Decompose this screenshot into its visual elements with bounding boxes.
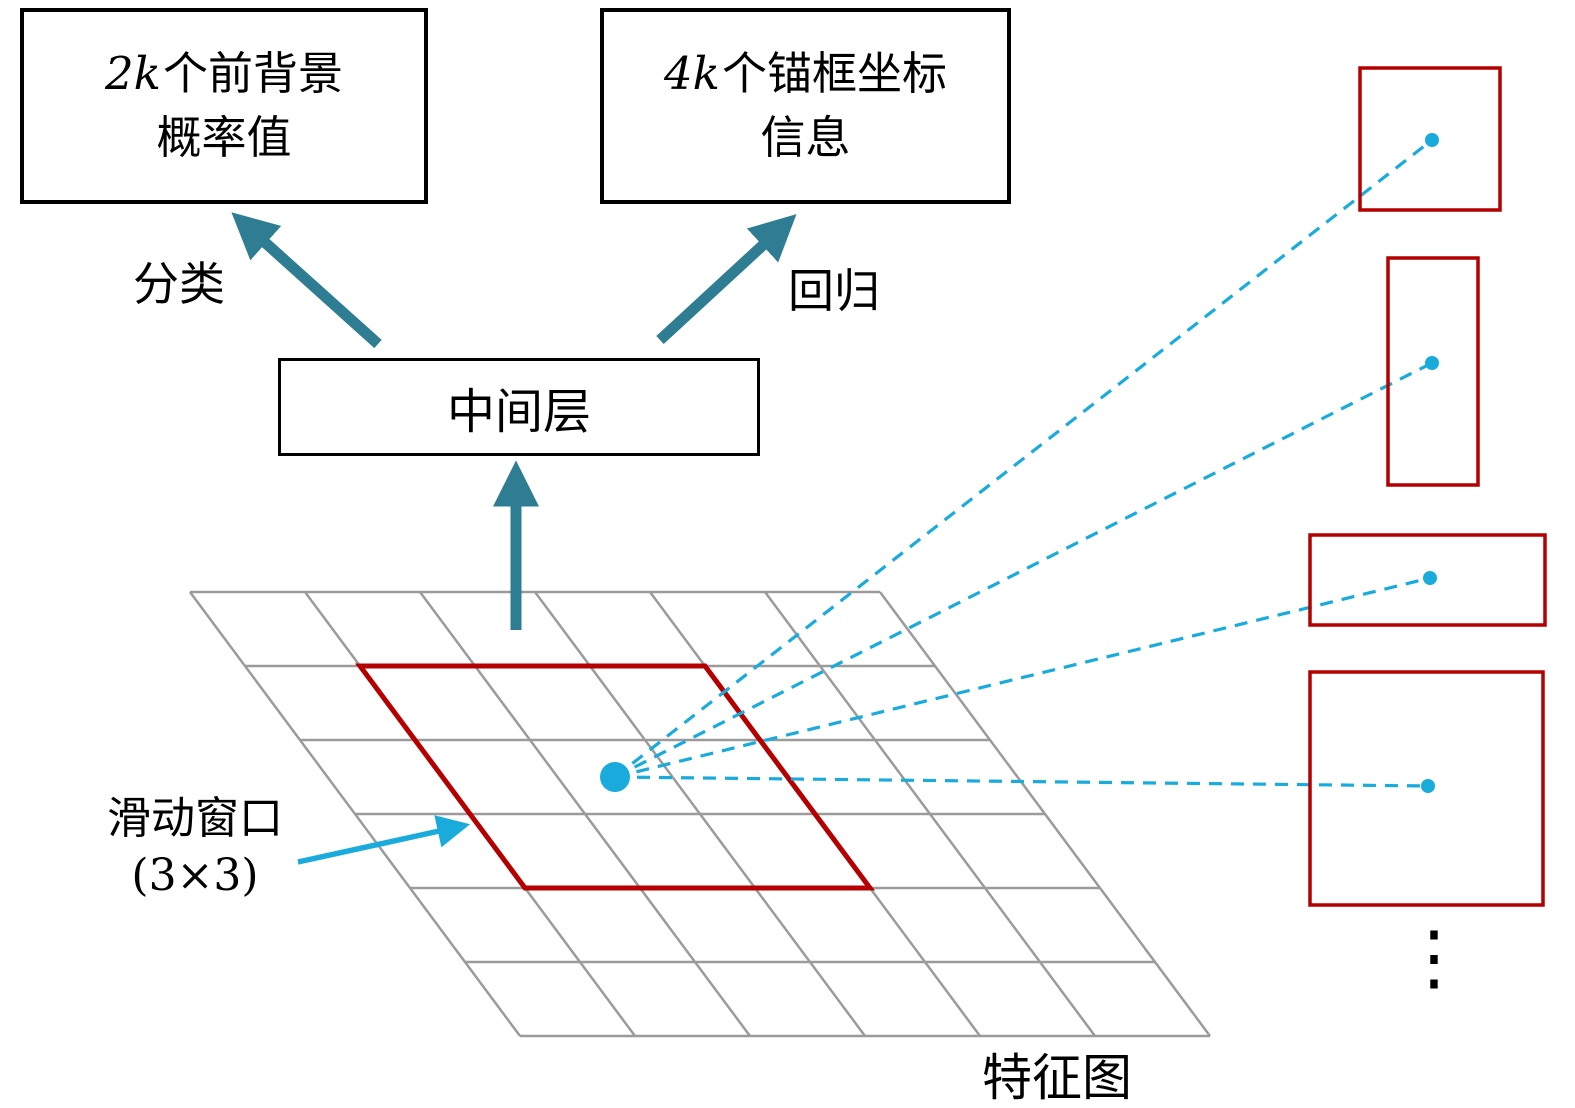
cls-output-line2: 概率值 — [156, 111, 292, 164]
reg-output-line2: 信息 — [760, 111, 851, 164]
sliding-window-pointer-arrow — [297, 815, 471, 865]
regression-arrow — [656, 214, 797, 345]
flow-arrows — [231, 212, 797, 630]
feature-map-grid — [188, 590, 1212, 1038]
cls-output-text: 个前背景 — [162, 47, 343, 101]
sliding-window-label-line2: (3×3) — [131, 850, 259, 902]
anchor-box-square-large — [1308, 670, 1545, 907]
intermediate-layer-label: 中间层 — [446, 384, 591, 440]
anchor-box-square-small — [1358, 66, 1502, 212]
feature-map-label: 特征图 — [982, 1049, 1132, 1107]
anchor-line-1 — [614, 138, 1433, 779]
window-center-point — [600, 762, 630, 792]
intermediate-layer-box: 中间层 — [278, 358, 760, 456]
reg-output-k-term: 4k — [664, 47, 720, 101]
regress-label: 回归 — [788, 264, 880, 318]
classify-label: 分类 — [133, 257, 225, 311]
cls-output-k-term: 2k — [105, 47, 161, 101]
classification-arrow — [231, 212, 382, 349]
reg-output-line1: 4k个锚框坐标 — [664, 42, 947, 106]
cls-output-box: 2k个前背景 概率值 — [20, 8, 428, 204]
sliding-window-label: 滑动窗口 (3×3) — [55, 790, 335, 904]
cls-output-line1: 2k个前背景 — [105, 42, 343, 106]
sliding-window-outline — [355, 663, 875, 891]
anchor-connection-lines — [614, 138, 1433, 788]
anchor-box-wide — [1308, 533, 1547, 627]
reg-output-text: 个锚框坐标 — [721, 47, 947, 101]
reg-output-box: 4k个锚框坐标 信息 — [600, 8, 1011, 204]
more-anchors-ellipsis: ⋮ — [1398, 915, 1470, 999]
sliding-window-label-line1: 滑动窗口 — [107, 793, 283, 844]
anchor-boxes — [1308, 66, 1547, 907]
anchor-line-4 — [614, 775, 1429, 788]
anchor-box-tall — [1386, 256, 1480, 487]
anchor-line-3 — [614, 576, 1431, 779]
anchor-center-points — [1421, 133, 1439, 793]
